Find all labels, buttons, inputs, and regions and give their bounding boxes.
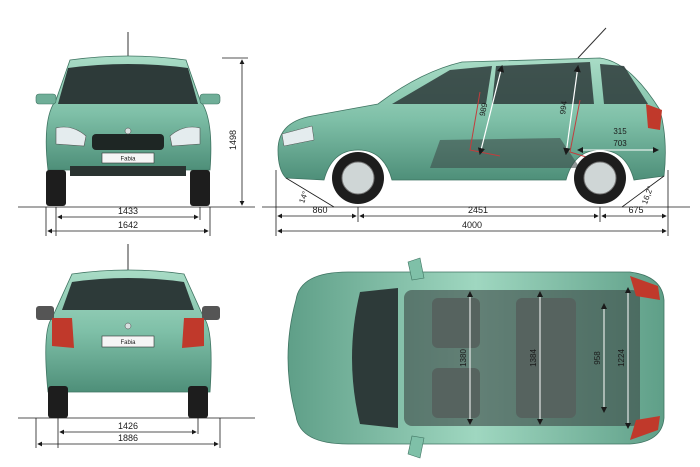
label-rear-overhang: 675 <box>628 205 643 215</box>
label-rear-elbow: 1384 <box>529 349 538 367</box>
label-boot-width: 1224 <box>617 349 626 367</box>
label-boot-height: 315 <box>613 127 627 136</box>
top-taillight-right <box>630 416 660 440</box>
label-front-elbow: 1380 <box>459 349 468 367</box>
windshield <box>58 64 198 104</box>
rear-plate <box>101 335 155 348</box>
label-departure-angle: 16,2° <box>640 185 655 206</box>
top-view <box>287 257 665 459</box>
seat-front-right <box>432 368 480 418</box>
label-track-rear: 1426 <box>118 421 138 431</box>
rear-badge-icon <box>124 322 132 330</box>
seat-front-left <box>432 298 480 348</box>
top-mirror-left <box>407 257 425 281</box>
front-door-window <box>392 66 492 104</box>
dimension-labels: 1498 1433 1642 860 2451 675 4000 14° 16,… <box>118 100 655 443</box>
tyre-rear-left <box>48 386 68 418</box>
rear-view: Fabia <box>36 244 220 418</box>
label-length: 4000 <box>462 220 482 230</box>
label-track-front: 1433 <box>118 206 138 216</box>
rear-plate-text: Fabia <box>120 340 136 346</box>
label-headroom-rear: 994 <box>558 100 569 115</box>
top-taillight-left <box>630 276 660 300</box>
rear-rim <box>583 161 617 195</box>
headlight-right <box>169 126 201 147</box>
grille <box>92 134 164 150</box>
top-windshield <box>352 288 398 428</box>
badge-icon <box>124 127 132 135</box>
rear-mirror-right <box>202 306 220 320</box>
label-headroom-front: 989 <box>478 101 490 116</box>
side-view <box>277 27 666 204</box>
mirror-right <box>199 93 221 105</box>
front-view: Fabia <box>35 32 221 206</box>
departure-angle-line <box>621 175 665 208</box>
rear-quarter-window <box>600 64 648 104</box>
headroom-rear-line <box>563 64 581 156</box>
tyre-front-right <box>190 170 210 206</box>
side-antenna <box>577 27 607 59</box>
mirror-left <box>35 93 57 105</box>
headroom-front-line <box>477 64 505 156</box>
headlight-left <box>55 126 87 147</box>
rear-mirror-left <box>36 306 54 320</box>
front-rim <box>341 161 375 195</box>
label-width-mirrors: 1886 <box>118 433 138 443</box>
side-taillight <box>646 104 662 130</box>
label-front-overhang: 860 <box>312 205 327 215</box>
tyre-rear-right <box>188 386 208 418</box>
taillight-left <box>52 318 74 348</box>
rear-door-window <box>492 62 594 104</box>
label-boot-width-arch: 958 <box>593 351 602 365</box>
dimension-lines <box>18 57 690 448</box>
label-wheelbase: 2451 <box>468 205 488 215</box>
front-plate <box>101 152 155 164</box>
approach-angle-line <box>285 177 335 208</box>
label-height: 1498 <box>228 130 238 150</box>
label-width-front: 1642 <box>118 220 138 230</box>
lower-grille <box>70 166 186 176</box>
top-mirror-right <box>407 435 425 459</box>
taillight-right <box>182 318 204 348</box>
tyre-front-left <box>46 170 66 206</box>
rear-window <box>62 278 194 310</box>
label-boot-length: 703 <box>613 139 627 148</box>
side-headlight <box>281 125 315 147</box>
cabin-cutaway <box>430 138 580 168</box>
label-approach-angle: 14° <box>297 190 310 204</box>
front-plate-text: Fabia <box>120 157 136 163</box>
rear-bench <box>516 298 576 418</box>
